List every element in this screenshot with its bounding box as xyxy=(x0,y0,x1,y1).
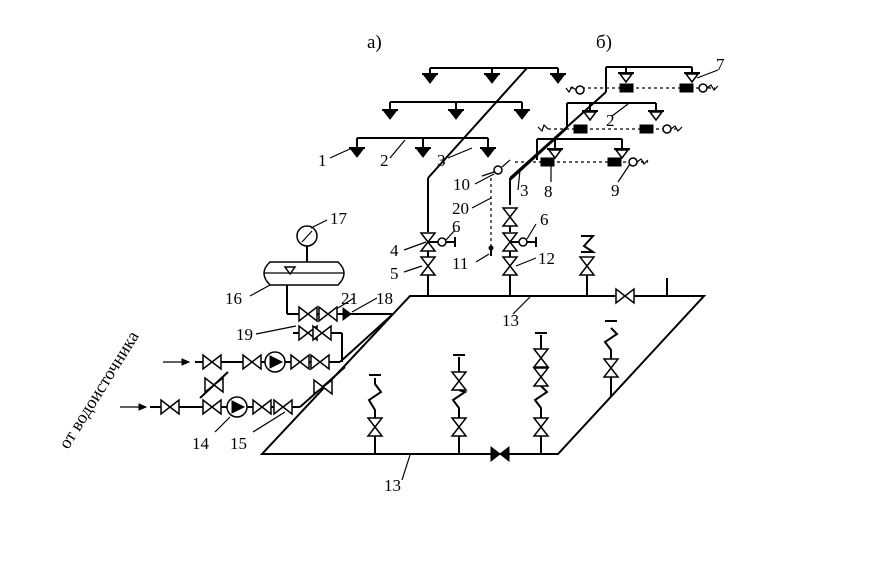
callout-5: 5 xyxy=(390,264,399,283)
sprinkler-icon xyxy=(447,109,465,120)
gate-valve-icon xyxy=(367,417,383,437)
callout-21: 21 xyxy=(341,289,358,308)
check-valve-icon xyxy=(310,354,330,370)
callout-17: 17 xyxy=(330,209,348,228)
gate-valve-icon xyxy=(533,417,549,437)
sectional-valve-icon xyxy=(490,446,510,462)
callout-11: 11 xyxy=(452,254,468,273)
callout-18: 18 xyxy=(376,289,393,308)
sprinkler-icon xyxy=(414,147,432,158)
leader-lines xyxy=(214,69,719,481)
sectional-valve-icon xyxy=(615,288,635,304)
pump-station xyxy=(120,225,394,418)
gate-valve-icon xyxy=(312,325,332,341)
callout-3-b: 3 xyxy=(520,181,529,200)
section-a-sprinkler-network xyxy=(348,67,567,296)
drencher-icon xyxy=(647,110,665,121)
gate-valve-icon xyxy=(451,417,467,437)
gate-valve-5-icon xyxy=(420,256,436,276)
gate-valve-icon xyxy=(290,354,310,370)
gate-valve-icon xyxy=(502,207,518,227)
callout-15: 15 xyxy=(230,434,247,453)
water-source-label: от водоисточника xyxy=(54,327,142,452)
sprinkler-icon xyxy=(483,73,501,84)
callout-8: 8 xyxy=(544,182,553,201)
gate-valve-icon xyxy=(313,379,333,395)
gate-valve-icon xyxy=(298,306,318,322)
callout-13-top: 13 xyxy=(502,311,519,330)
callout-10: 10 xyxy=(453,175,470,194)
sprinkler-icon xyxy=(348,147,366,158)
callout-2: 2 xyxy=(380,151,389,170)
drencher-icon xyxy=(617,72,635,83)
ring-main-pipeline xyxy=(259,235,707,462)
callout-9: 9 xyxy=(611,181,620,200)
callout-4: 4 xyxy=(390,241,399,260)
gate-valve-icon xyxy=(160,399,180,415)
gate-valve-icon xyxy=(242,354,262,370)
callout-6-b: 6 xyxy=(540,210,549,229)
drencher-icon xyxy=(613,148,631,159)
gate-valve-icon xyxy=(204,377,224,393)
check-valve-icon xyxy=(318,306,338,322)
callout-13-bottom: 13 xyxy=(384,476,401,495)
sprinkler-icon xyxy=(513,109,531,120)
subfigure-label-b: б) xyxy=(596,32,612,53)
callout-14: 14 xyxy=(192,434,210,453)
gate-valve-icon xyxy=(451,371,467,391)
gate-valve-12-icon xyxy=(502,256,518,276)
gate-valve-icon xyxy=(202,399,222,415)
callout-2-b: 2 xyxy=(606,111,615,130)
gate-valve-icon xyxy=(533,367,549,387)
sprinkler-icon xyxy=(421,73,439,84)
callout-16: 16 xyxy=(225,289,242,308)
check-valve-icon xyxy=(273,399,293,415)
callout-1: 1 xyxy=(318,151,327,170)
gate-valve-icon xyxy=(202,354,222,370)
gate-valve-icon xyxy=(603,358,619,378)
sprinkler-icon xyxy=(549,73,567,84)
gate-valve-icon xyxy=(252,399,272,415)
callout-19: 19 xyxy=(236,325,253,344)
gate-valve-icon xyxy=(579,256,595,276)
drencher-icon xyxy=(546,148,564,159)
callout-6-a: 6 xyxy=(452,217,461,236)
gate-valve-icon xyxy=(533,348,549,368)
callout-12: 12 xyxy=(538,249,555,268)
flow-switch-icon xyxy=(493,165,503,175)
callout-labels: 1 2 3 10 20 4 5 6 11 12 6 3 8 9 7 2 17 1… xyxy=(192,55,725,495)
callout-20: 20 xyxy=(452,199,469,218)
subfigure-label-a: а) xyxy=(367,32,382,53)
sprinkler-icon xyxy=(479,147,497,158)
callout-3: 3 xyxy=(437,151,446,170)
callout-7: 7 xyxy=(716,55,725,74)
sprinkler-icon xyxy=(381,109,399,120)
